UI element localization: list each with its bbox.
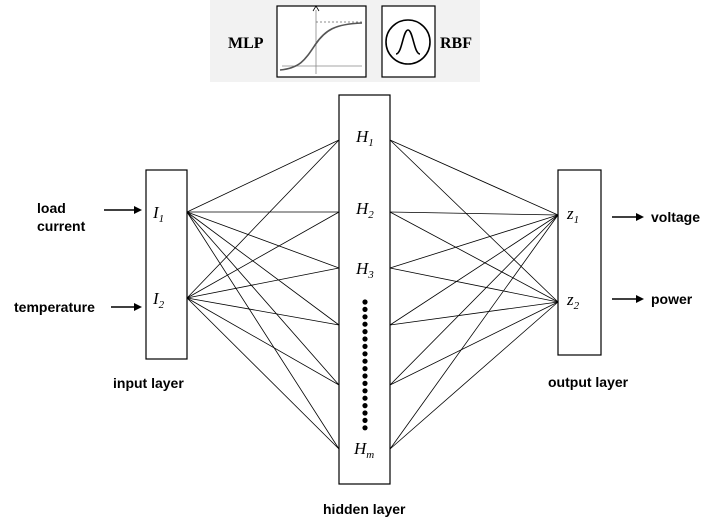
rbf-label: RBF bbox=[440, 35, 472, 52]
ellipsis-dot bbox=[362, 321, 368, 327]
output-node-2: z2 bbox=[566, 290, 580, 312]
ellipsis-dot bbox=[362, 343, 368, 349]
connection-hidden-output-8 bbox=[389, 214, 559, 386]
connection-hidden-output-2 bbox=[389, 211, 559, 216]
output-layer-caption: output layer bbox=[548, 374, 629, 390]
sigmoid-curve-icon bbox=[276, 5, 367, 78]
output-label-power: power bbox=[651, 291, 693, 307]
connection-lines bbox=[186, 139, 559, 450]
ellipsis-dot bbox=[362, 329, 368, 335]
mlp-label: MLP bbox=[228, 35, 264, 52]
ellipsis-dot bbox=[362, 395, 368, 401]
input-layer-box bbox=[145, 169, 188, 360]
ellipsis-dot bbox=[362, 403, 368, 409]
connection-hidden-output-0 bbox=[389, 139, 559, 216]
ellipsis-dot bbox=[362, 373, 368, 379]
ellipsis-dot bbox=[362, 380, 368, 386]
input-node-1: I1 bbox=[152, 203, 164, 225]
connection-hidden-output-10 bbox=[389, 214, 559, 450]
ellipsis-dot bbox=[362, 299, 368, 305]
output-arrow-1 bbox=[612, 213, 644, 221]
connection-hidden-output-6 bbox=[389, 214, 559, 326]
hidden-node-1: H1 bbox=[355, 127, 374, 149]
connection-hidden-output-4 bbox=[389, 214, 559, 269]
output-layer-box bbox=[557, 169, 602, 356]
output-arrow-2 bbox=[612, 295, 644, 303]
ellipsis-dot bbox=[362, 351, 368, 357]
hidden-ellipsis-dots bbox=[362, 299, 368, 431]
connection-hidden-output-9 bbox=[389, 301, 559, 386]
connection-input-hidden-3 bbox=[186, 211, 340, 326]
connection-hidden-output-3 bbox=[389, 211, 559, 303]
connection-input-hidden-2 bbox=[186, 211, 340, 269]
connection-input-hidden-6 bbox=[186, 139, 340, 299]
input-arrow-2 bbox=[111, 303, 142, 311]
hidden-node-m: Hm bbox=[353, 439, 374, 461]
hidden-layer-caption: hidden layer bbox=[323, 501, 406, 517]
input-label-load-line2: current bbox=[37, 218, 86, 234]
connection-hidden-output-1 bbox=[389, 139, 559, 303]
input-node-2: I2 bbox=[152, 289, 165, 311]
connection-input-hidden-5 bbox=[186, 211, 340, 450]
connection-hidden-output-5 bbox=[389, 267, 559, 303]
ellipsis-dot bbox=[362, 388, 368, 394]
hidden-node-2: H2 bbox=[355, 199, 374, 221]
ellipsis-dot bbox=[362, 306, 368, 312]
connection-input-hidden-8 bbox=[186, 267, 340, 299]
connection-input-hidden-11 bbox=[186, 297, 340, 450]
input-label-temperature: temperature bbox=[14, 299, 95, 315]
ellipsis-dot bbox=[362, 410, 368, 416]
ellipsis-dot bbox=[362, 417, 368, 423]
input-label-load-line1: load bbox=[37, 200, 66, 216]
connection-hidden-output-7 bbox=[389, 301, 559, 326]
connection-hidden-output-11 bbox=[389, 301, 559, 450]
hidden-node-3: H3 bbox=[355, 259, 374, 281]
ellipsis-dot bbox=[362, 366, 368, 372]
connection-input-hidden-4 bbox=[186, 211, 340, 386]
activation-legend: MLP RBF bbox=[210, 0, 480, 82]
connection-input-hidden-9 bbox=[186, 297, 340, 326]
ellipsis-dot bbox=[362, 314, 368, 320]
connection-input-hidden-7 bbox=[186, 211, 340, 299]
ellipsis-dot bbox=[362, 425, 368, 431]
connection-input-hidden-10 bbox=[186, 297, 340, 386]
connection-input-hidden-0 bbox=[186, 139, 340, 213]
output-label-voltage: voltage bbox=[651, 209, 700, 225]
gaussian-bell-curve-icon bbox=[381, 5, 436, 78]
ellipsis-dot bbox=[362, 358, 368, 364]
input-layer-caption: input layer bbox=[113, 375, 184, 391]
input-arrow-1 bbox=[104, 206, 142, 214]
output-node-1: z1 bbox=[566, 204, 579, 226]
ellipsis-dot bbox=[362, 336, 368, 342]
